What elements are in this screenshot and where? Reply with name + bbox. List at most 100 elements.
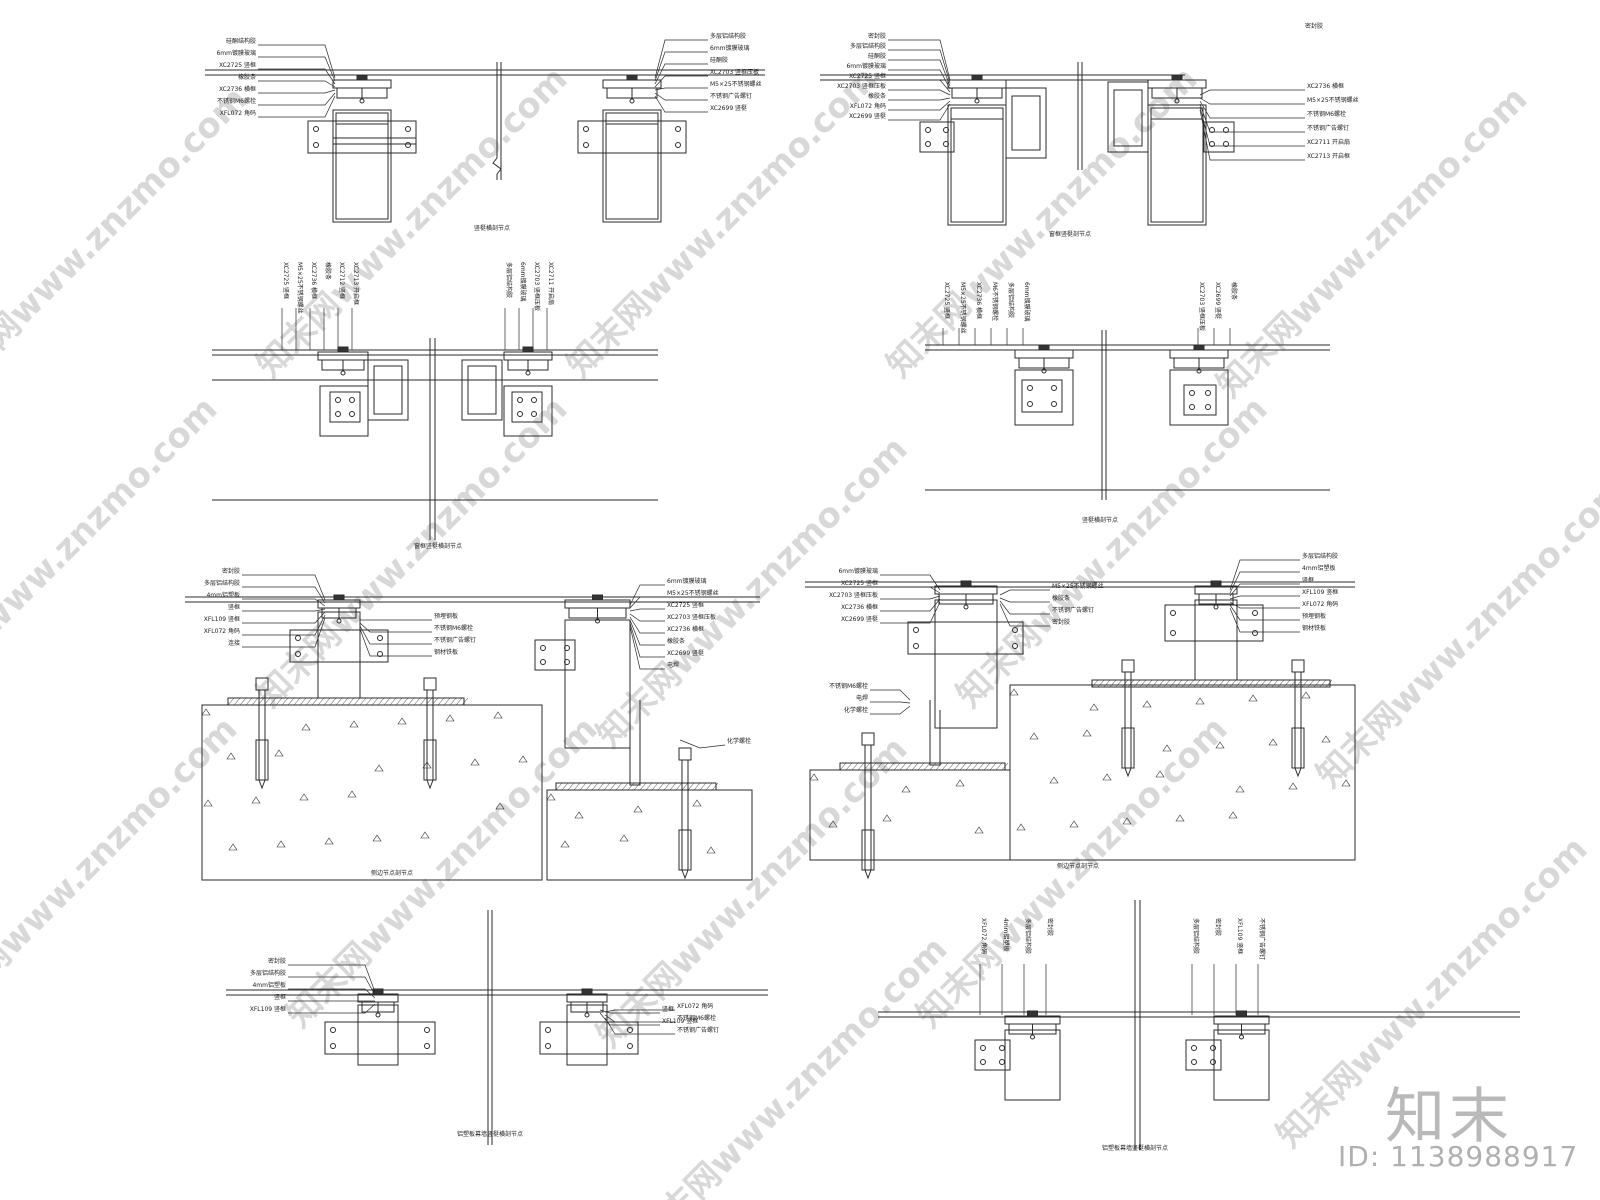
hatch: [857, 762, 865, 771]
callout-label: 竖梃横剖节点: [1082, 516, 1118, 524]
leader-line: [870, 689, 911, 701]
hatch: [645, 782, 653, 791]
bolt: [330, 1043, 336, 1049]
callout-label: 密封胶: [1052, 618, 1070, 626]
bolt: [1191, 1059, 1197, 1065]
hatch: [929, 762, 937, 771]
leader-line: [654, 75, 708, 88]
callout-label: 密封胶: [222, 567, 240, 575]
callout-label: 6mm镀膜玻璃: [519, 262, 527, 302]
leader-line: [654, 51, 708, 82]
callout-label: 6mm镀膜玻璃: [216, 49, 256, 57]
leader-line: [888, 49, 951, 84]
bolt: [313, 126, 319, 132]
callout-label: M5×25不锈钢螺丝: [710, 80, 762, 88]
structural-sealant: [1236, 1010, 1247, 1017]
leader-line: [654, 87, 708, 91]
nut: [255, 677, 269, 691]
callout-label: 预埋钢板: [434, 612, 458, 620]
leader-line: [629, 608, 665, 612]
leader-line: [288, 976, 376, 996]
aggregate-mark: [1301, 691, 1311, 699]
break-symbol: [492, 157, 502, 175]
bolt: [1027, 401, 1033, 407]
hatch: [341, 697, 349, 706]
hatch: [947, 762, 955, 771]
pressure-plate: [503, 351, 553, 361]
hatch: [711, 782, 719, 791]
bolt: [517, 397, 523, 403]
screw-head: [1239, 1034, 1244, 1040]
mullion-outline: [602, 109, 662, 223]
expansion-sleeve: [1121, 727, 1135, 769]
callout-label: 不锈钢M6螺栓: [829, 682, 868, 690]
leader-line: [258, 89, 336, 94]
aggregate-mark: [882, 814, 892, 822]
embedded-plate: [555, 782, 717, 791]
aggregate-mark: [1162, 744, 1172, 752]
aggregate-mark: [349, 720, 359, 728]
hatch: [233, 697, 241, 706]
hatch: [1157, 679, 1165, 688]
concrete-slab: [201, 704, 543, 881]
callout-label: XC2736 横框: [975, 282, 983, 319]
screw-head: [1213, 604, 1219, 610]
bolt: [1252, 610, 1258, 616]
callout-label: XFL072 角码: [204, 627, 240, 635]
leader-line: [679, 739, 726, 749]
hatch: [597, 782, 605, 791]
callout-label: 橡胶条: [1052, 594, 1070, 602]
leader-line: [242, 617, 326, 648]
hatch: [923, 762, 931, 771]
callout-label: 密封胶: [1214, 918, 1222, 936]
leader-line: [1229, 604, 1300, 621]
aluminum-mullion: [357, 1004, 399, 1066]
callout-label: XC2712 竖框: [338, 262, 346, 299]
leader-line: [888, 79, 951, 93]
aggregate-mark: [1228, 811, 1238, 819]
aggregate-mark: [1049, 776, 1059, 784]
callout-label: M5×25不锈钢螺丝: [667, 589, 719, 597]
hatch: [377, 697, 385, 706]
leader-line: [999, 597, 1050, 603]
callout-label: 橡胶条: [238, 73, 256, 81]
aggregate-mark: [1069, 820, 1079, 828]
structural-sealant: [1038, 344, 1050, 351]
hatch: [281, 697, 289, 706]
hatch: [669, 782, 677, 791]
hatch: [845, 762, 853, 771]
aggregate-mark: [1321, 735, 1331, 743]
hatch: [977, 762, 985, 771]
structural-sealant: [960, 580, 972, 587]
hatch: [335, 697, 343, 706]
callout-label: 预埋钢板: [1302, 612, 1326, 620]
callout-label: XFL072 角码: [1302, 600, 1338, 608]
leader-line: [599, 1012, 660, 1026]
hatch: [1163, 679, 1171, 688]
leader-line: [258, 80, 336, 88]
aggregate-mark: [301, 723, 311, 731]
aggregate-mark: [574, 811, 584, 819]
leader-line: [599, 1009, 660, 1014]
aggregate-mark: [374, 764, 384, 772]
callout-label: XFL072 角码: [850, 102, 886, 110]
callout-label: 不锈钢M6螺栓: [1307, 110, 1346, 118]
hatch: [561, 782, 569, 791]
callout-label: 钢材铁板: [434, 648, 458, 656]
hatch: [705, 782, 713, 791]
hatch: [455, 697, 463, 706]
callout-label: XC2703 竖框压板: [710, 68, 759, 76]
callout-label: XC2699 竖梃: [849, 112, 886, 120]
pressure-plate: [564, 599, 631, 609]
leader-line: [359, 628, 432, 657]
callout-label: XFL109 竖框: [1302, 588, 1338, 596]
leader-line: [654, 92, 708, 101]
structural-sealant: [971, 74, 983, 81]
bolt: [295, 635, 301, 641]
bolt-tip: [681, 869, 689, 880]
watermark-text: 知末网www.znzmo.com: [249, 389, 575, 715]
aggregate-mark: [1288, 782, 1298, 790]
callout-label: XFL072 角码: [980, 918, 988, 954]
